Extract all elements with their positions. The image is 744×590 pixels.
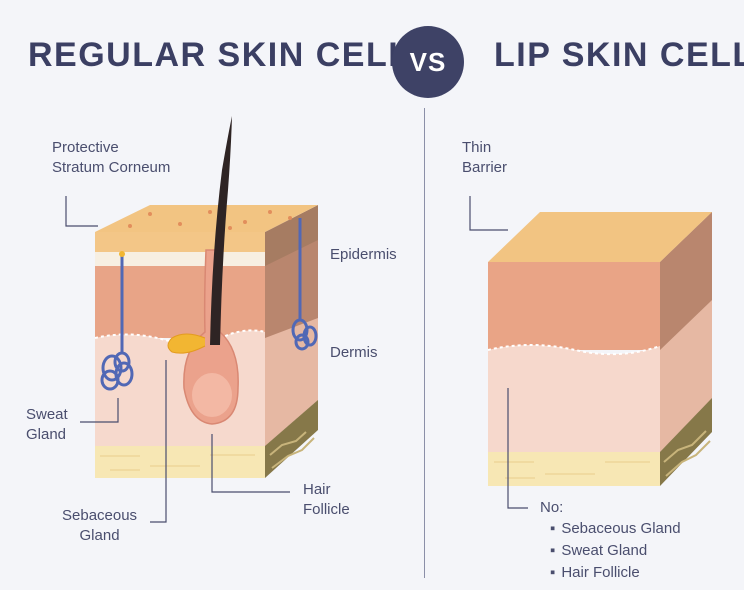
regular-fat-layer — [95, 446, 265, 478]
vs-badge: VS — [392, 26, 464, 98]
sweat-gland-left — [100, 351, 134, 391]
regular-skin-block — [94, 116, 318, 478]
hair-follicle-label: Hair Follicle — [303, 481, 350, 518]
lip-epidermis-layer — [488, 262, 660, 350]
regular-top-edge — [95, 232, 265, 252]
epidermis-label: Epidermis — [330, 246, 397, 263]
lip-skin-block — [487, 212, 712, 486]
thin-barrier-label: Thin Barrier — [462, 139, 508, 176]
no-item-hair: Hair Follicle — [550, 562, 681, 584]
lip-dermis-layer — [488, 345, 660, 452]
no-title: No: — [540, 499, 564, 516]
sebaceous-gland — [167, 333, 206, 354]
lip-top-surface — [488, 212, 712, 262]
left-title: REGULAR SKIN CELL — [28, 36, 411, 74]
hair-shaft — [210, 116, 232, 345]
lip-fat-layer — [488, 452, 660, 486]
center-divider — [424, 108, 425, 578]
sebaceous-gland-label: Sebaceous Gland — [62, 507, 138, 544]
no-item-sweat: Sweat Gland — [550, 540, 681, 562]
sweat-gland-right — [291, 318, 318, 351]
stratum-corneum-label: Protective Stratum Corneum — [52, 139, 171, 176]
no-list: No: Sebaceous Gland Sweat Gland Hair Fol… — [540, 498, 681, 584]
no-item-sebaceous: Sebaceous Gland — [550, 518, 680, 540]
regular-top-surface — [95, 205, 318, 232]
sweat-gland-label: Sweat Gland — [26, 406, 68, 443]
right-title: LIP SKIN CELL — [494, 36, 744, 74]
dermis-label: Dermis — [330, 344, 378, 361]
